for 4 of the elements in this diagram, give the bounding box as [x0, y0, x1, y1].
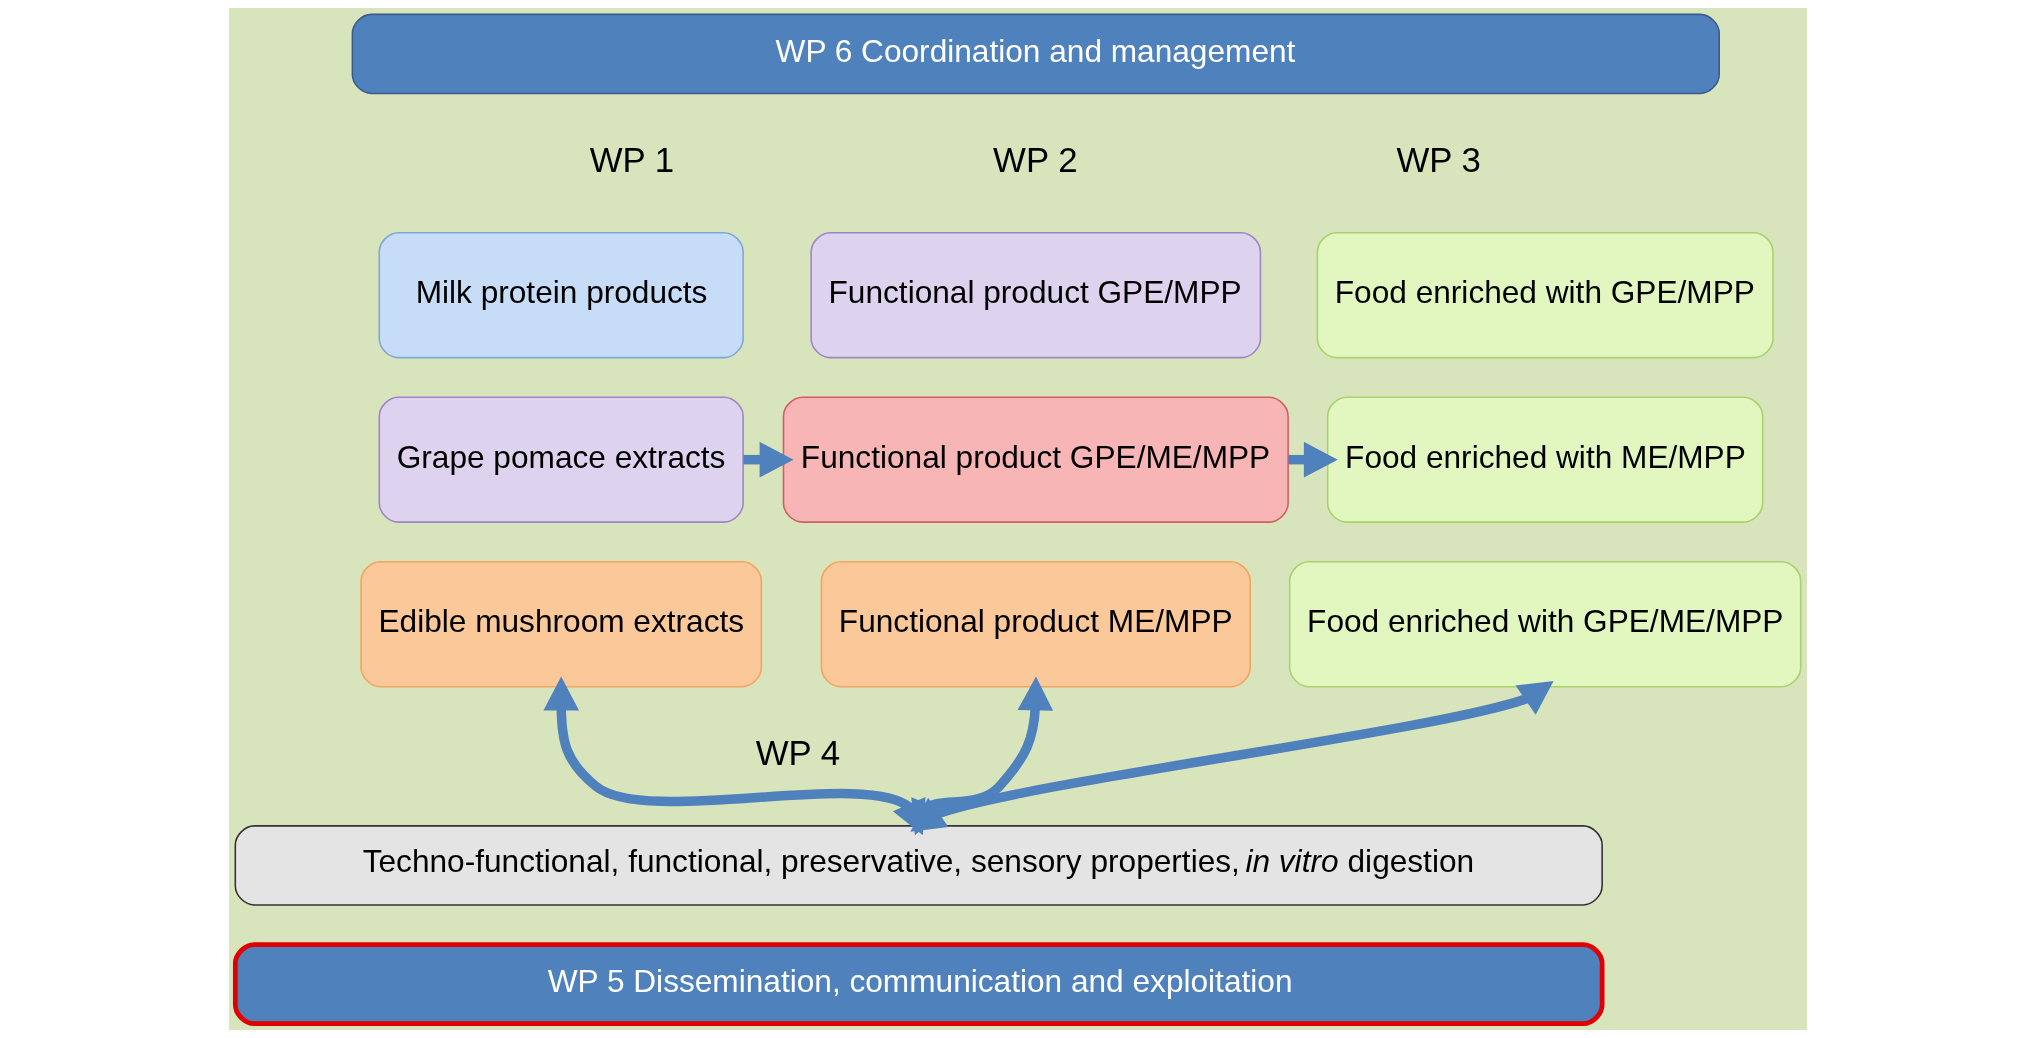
label: WP 1 [589, 139, 674, 179]
label: WP 3 [1395, 139, 1481, 179]
label: WP 2 [992, 139, 1078, 179]
label: WP 4 [755, 733, 840, 773]
